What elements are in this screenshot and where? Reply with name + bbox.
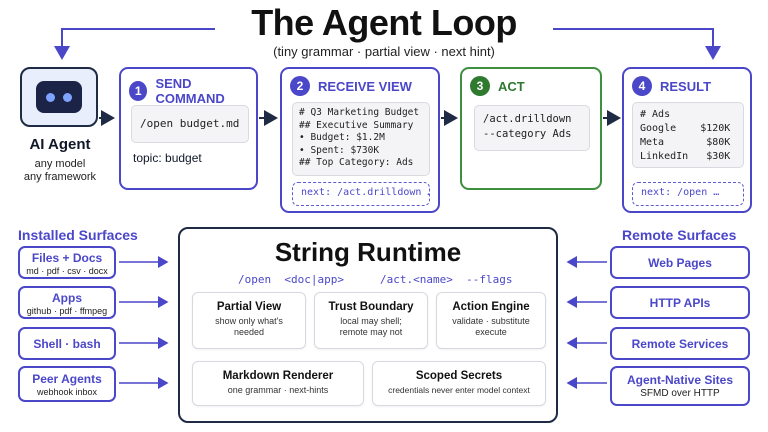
step-label: RECEIVE VIEW xyxy=(318,78,412,94)
remote-surfaces-title: Remote Surfaces xyxy=(622,227,737,243)
module-scoped-secrets: Scoped Secrets credentials never enter m… xyxy=(372,361,546,406)
module-markdown-renderer: Markdown Renderer one grammar · next-hin… xyxy=(192,361,364,406)
surface-agent-native-sites: Agent-Native Sites SFMD over HTTP xyxy=(610,366,750,406)
module-trust-boundary: Trust Boundary local may shell; remote m… xyxy=(314,292,428,349)
agent-subtitle-2: any framework xyxy=(23,171,97,183)
act-code: /act.drilldown --category Ads xyxy=(474,105,590,151)
surface-apps: Apps github · pdf · ffmpeg xyxy=(18,286,116,319)
step-label: ACT xyxy=(498,78,525,94)
view-code: # Q3 Marketing Budget ## Executive Summa… xyxy=(292,102,430,176)
command-code: /open budget.md xyxy=(131,105,249,143)
step-label: SEND COMMAND xyxy=(155,76,225,106)
robot-icon xyxy=(20,67,98,127)
surface-web-pages: Web Pages xyxy=(610,246,750,279)
step-label: RESULT xyxy=(660,78,712,94)
step-number: 1 xyxy=(129,81,148,101)
loop-arrow-left xyxy=(54,28,215,60)
robot-eye-left xyxy=(46,93,55,102)
step-card-act: 3 ACT /act.drilldown --category Ads xyxy=(460,67,602,190)
surface-shell: Shell · bash xyxy=(18,327,116,360)
loop-arrow-right xyxy=(553,28,721,60)
runtime-title: String Runtime xyxy=(274,237,462,267)
step-number: 2 xyxy=(290,76,310,96)
step-number: 3 xyxy=(470,76,490,96)
surface-files-docs: Files + Docs md · pdf · csv · docx xyxy=(18,246,116,279)
robot-eye-right xyxy=(63,93,72,102)
step-card-receive-view: 2 RECEIVE VIEW # Q3 Marketing Budget ## … xyxy=(280,67,440,213)
surface-http-apis: HTTP APIs xyxy=(610,286,750,319)
next-hint[interactable]: next: /act.drilldown … xyxy=(292,182,430,206)
surface-remote-services: Remote Services xyxy=(610,327,750,360)
page-subtitle: (tiny grammar · partial view · next hint… xyxy=(273,44,495,59)
step-number: 4 xyxy=(632,76,652,96)
module-partial-view: Partial View show only what's needed xyxy=(192,292,306,349)
step-card-result: 4 RESULT # Ads Google $120K Meta $80K Li… xyxy=(622,67,752,213)
module-action-engine: Action Engine validate · substitute exec… xyxy=(436,292,546,349)
runtime-syntax-act: /act.<name> --flags xyxy=(380,273,513,286)
command-note: topic: budget xyxy=(133,151,202,165)
page-title: The Agent Loop xyxy=(251,2,517,43)
robot-face xyxy=(36,81,82,113)
surface-peer-agents: Peer Agents webhook inbox xyxy=(18,366,116,402)
step-card-send-command: 1 SEND COMMAND /open budget.md topic: bu… xyxy=(119,67,258,190)
string-runtime-panel: String Runtime /open <doc|app> /act.<nam… xyxy=(178,227,558,423)
installed-surfaces-title: Installed Surfaces xyxy=(18,227,138,243)
next-hint[interactable]: next: /open … xyxy=(632,182,744,206)
agent-name: AI Agent xyxy=(29,136,91,153)
result-code: # Ads Google $120K Meta $80K LinkedIn $3… xyxy=(632,102,744,168)
agent-subtitle-1: any model xyxy=(34,158,86,170)
runtime-syntax-open: /open <doc|app> xyxy=(238,273,344,286)
